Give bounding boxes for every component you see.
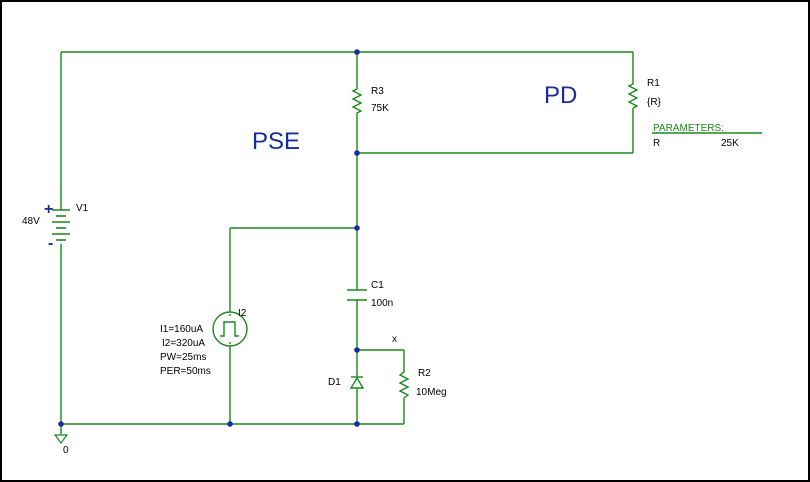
i2-name: I2 (238, 308, 247, 319)
junction-dot (227, 421, 233, 427)
c1-capacitor[interactable] (347, 289, 367, 301)
r3-name: R3 (371, 86, 384, 97)
parameter-value: 25K (721, 138, 739, 149)
v1-battery[interactable] (52, 209, 70, 241)
parameters-title: PARAMETERS: (653, 123, 724, 134)
i2-param-i1: I1=160uA (160, 324, 203, 335)
c1-value: 100n (371, 298, 393, 309)
i2-param-per: PER=50ms (160, 366, 211, 377)
junction-dot (354, 347, 360, 353)
r2-resistor[interactable] (398, 370, 410, 399)
v1-plus-sign: + (44, 201, 53, 218)
junction-dot (354, 421, 360, 427)
i2-param-pw: PW=25ms (160, 352, 206, 363)
pd-label: PD (544, 82, 577, 109)
d1-name: D1 (328, 377, 341, 388)
parameters-block[interactable]: PARAMETERS: R 25K (652, 123, 762, 149)
r2-name: R2 (418, 368, 431, 379)
r1-resistor[interactable] (627, 82, 639, 109)
r3-value: 75K (371, 103, 389, 114)
v1-value: 48V (22, 216, 40, 227)
ground-icon (53, 434, 69, 444)
pse-label: PSE (252, 128, 300, 155)
v1-name: V1 (76, 203, 89, 214)
i2-param-i2: I2=320uA (162, 338, 205, 349)
junction-dot (354, 49, 360, 55)
v1-minus-sign: - (48, 235, 53, 252)
r1-value: {R} (647, 97, 662, 108)
r1-name: R1 (647, 78, 660, 89)
d1-diode[interactable] (349, 374, 365, 389)
wires (60, 51, 634, 434)
i2-current-source[interactable] (212, 311, 248, 347)
ground-label: 0 (63, 445, 69, 456)
r3-resistor[interactable] (351, 86, 363, 114)
c1-name: C1 (371, 280, 384, 291)
junction-dot (354, 150, 360, 156)
junction-dot (58, 421, 64, 427)
junction-dot (354, 225, 360, 231)
parameter-name: R (653, 138, 660, 149)
node-x-label: x (392, 334, 397, 345)
r2-value: 10Meg (416, 387, 447, 398)
junctions (58, 49, 360, 427)
